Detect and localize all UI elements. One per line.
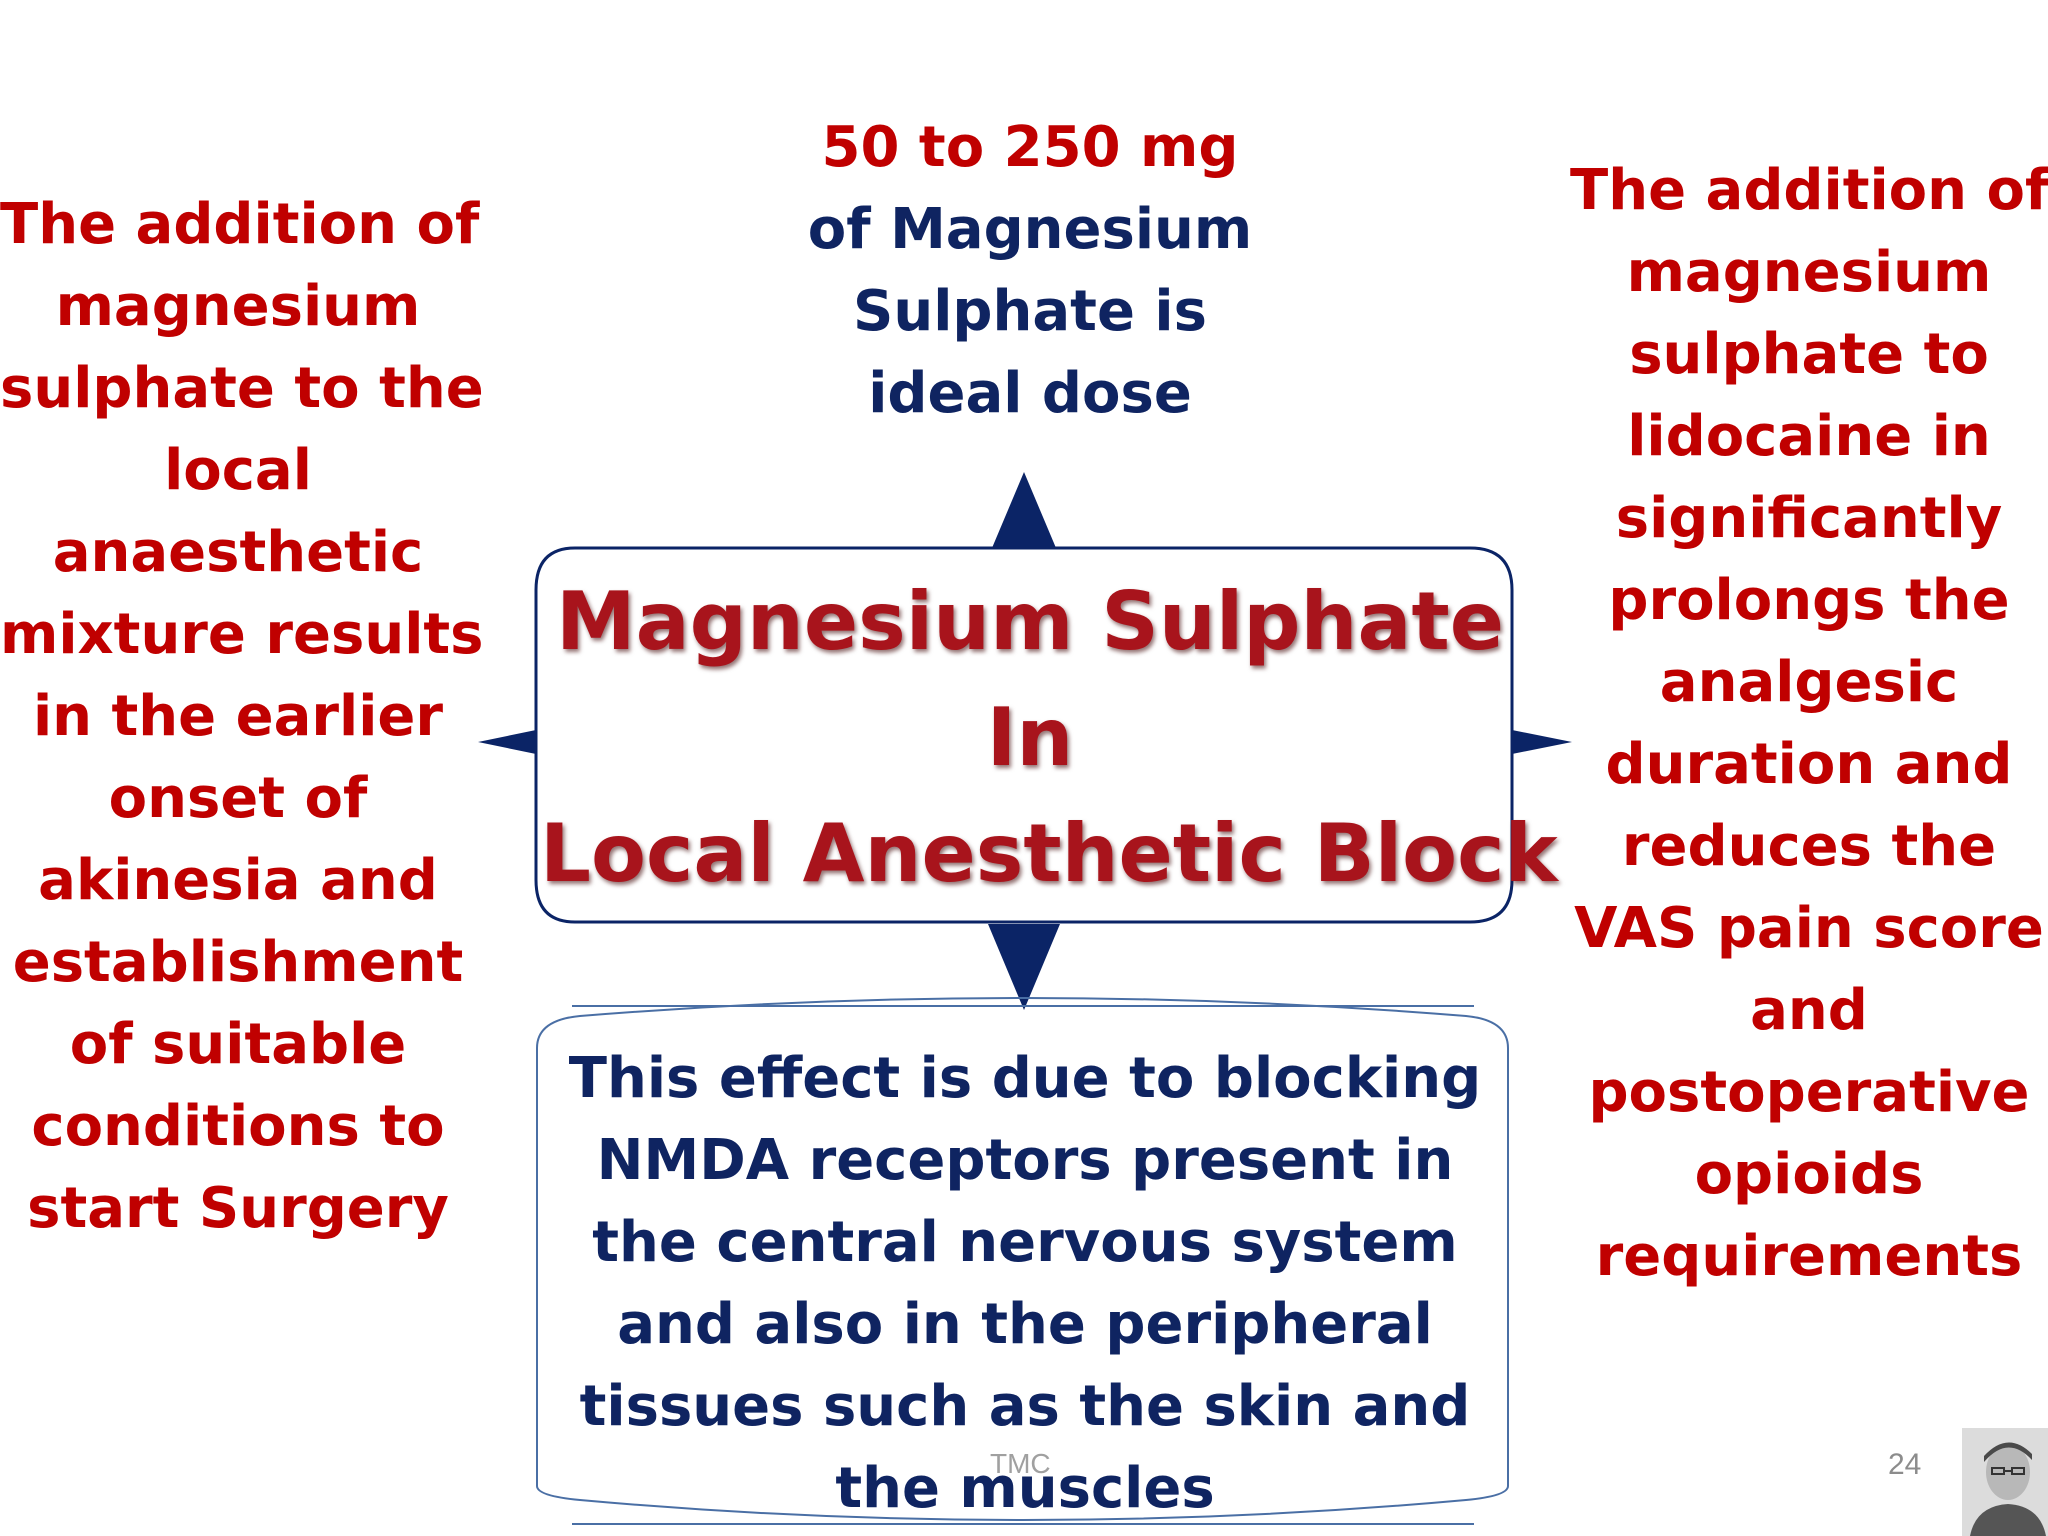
- left-text-line: anaesthetic: [52, 520, 424, 585]
- right-arrow: [1512, 730, 1572, 754]
- left-text-line: of suitable: [69, 1012, 407, 1077]
- left-text-line: establishment: [12, 930, 464, 995]
- bottom-text-line: the muscles: [835, 1456, 1215, 1521]
- dose-line-2: of Magnesium: [807, 197, 1253, 262]
- title-line-3: Local Anesthetic Block: [540, 807, 1558, 900]
- down-arrow: [988, 924, 1060, 1010]
- left-arrow: [478, 730, 536, 754]
- footer-text: TMC: [990, 1448, 1051, 1479]
- dose-text: 50 to 250 mg of Magnesium Sulphate is id…: [780, 107, 1280, 435]
- dose-line-1: 50 to 250 mg: [821, 115, 1239, 180]
- left-text-line: in the earlier: [32, 684, 444, 749]
- bottom-text-line: This effect is due to blocking: [568, 1046, 1482, 1111]
- bottom-scroll-shape: [536, 997, 1509, 1525]
- person-photo-icon: [1962, 1428, 2048, 1536]
- left-text: The addition of magnesium sulphate to th…: [0, 184, 484, 1250]
- bottom-text: This effect is due to blocking NMDA rece…: [560, 1038, 1490, 1530]
- center-frame: [534, 546, 1514, 924]
- left-text-line: magnesium: [55, 274, 421, 339]
- title-line-1: Magnesium Sulphate: [556, 575, 1504, 668]
- left-text-line: sulphate to the: [0, 356, 484, 421]
- left-text-line: conditions to: [31, 1094, 445, 1159]
- right-text-line: duration and: [1605, 732, 2013, 797]
- left-text-line: start Surgery: [27, 1176, 449, 1241]
- bottom-text-line: and also in the peripheral: [617, 1292, 1433, 1357]
- right-text: The addition of magnesium sulphate to li…: [1570, 150, 2048, 1298]
- right-text-line: VAS pain score: [1574, 896, 2044, 961]
- right-text-line: The addition of: [1570, 158, 2048, 223]
- dose-line-4: ideal dose: [868, 361, 1192, 426]
- bottom-text-line: the central nervous system: [592, 1210, 1458, 1275]
- right-text-line: opioids: [1694, 1142, 1924, 1207]
- right-text-line: postoperative: [1588, 1060, 2030, 1125]
- right-text-line: lidocaine in: [1627, 404, 1991, 469]
- right-text-line: prolongs the: [1608, 568, 2010, 633]
- left-text-line: mixture results: [0, 602, 484, 667]
- dose-line-3: Sulphate is: [853, 279, 1207, 344]
- right-text-line: sulphate to: [1629, 322, 1989, 387]
- title-line-2: In: [986, 691, 1074, 784]
- left-text-line: The addition of: [0, 192, 480, 257]
- left-text-line: onset of: [108, 766, 368, 831]
- avatar: [1962, 1428, 2048, 1536]
- right-text-line: magnesium: [1626, 240, 1992, 305]
- right-text-line: analgesic: [1659, 650, 1959, 715]
- right-text-line: reduces the: [1621, 814, 1997, 879]
- page-number: 24: [1888, 1448, 1922, 1481]
- right-text-line: requirements: [1595, 1224, 2023, 1289]
- left-text-line: local: [164, 438, 312, 503]
- bottom-text-line: tissues such as the skin and: [579, 1374, 1471, 1439]
- right-text-line: significantly: [1615, 486, 2003, 551]
- right-text-line: and: [1750, 978, 1868, 1043]
- bottom-text-line: NMDA receptors present in: [596, 1128, 1454, 1193]
- left-text-line: akinesia and: [38, 848, 438, 913]
- up-arrow: [992, 472, 1056, 548]
